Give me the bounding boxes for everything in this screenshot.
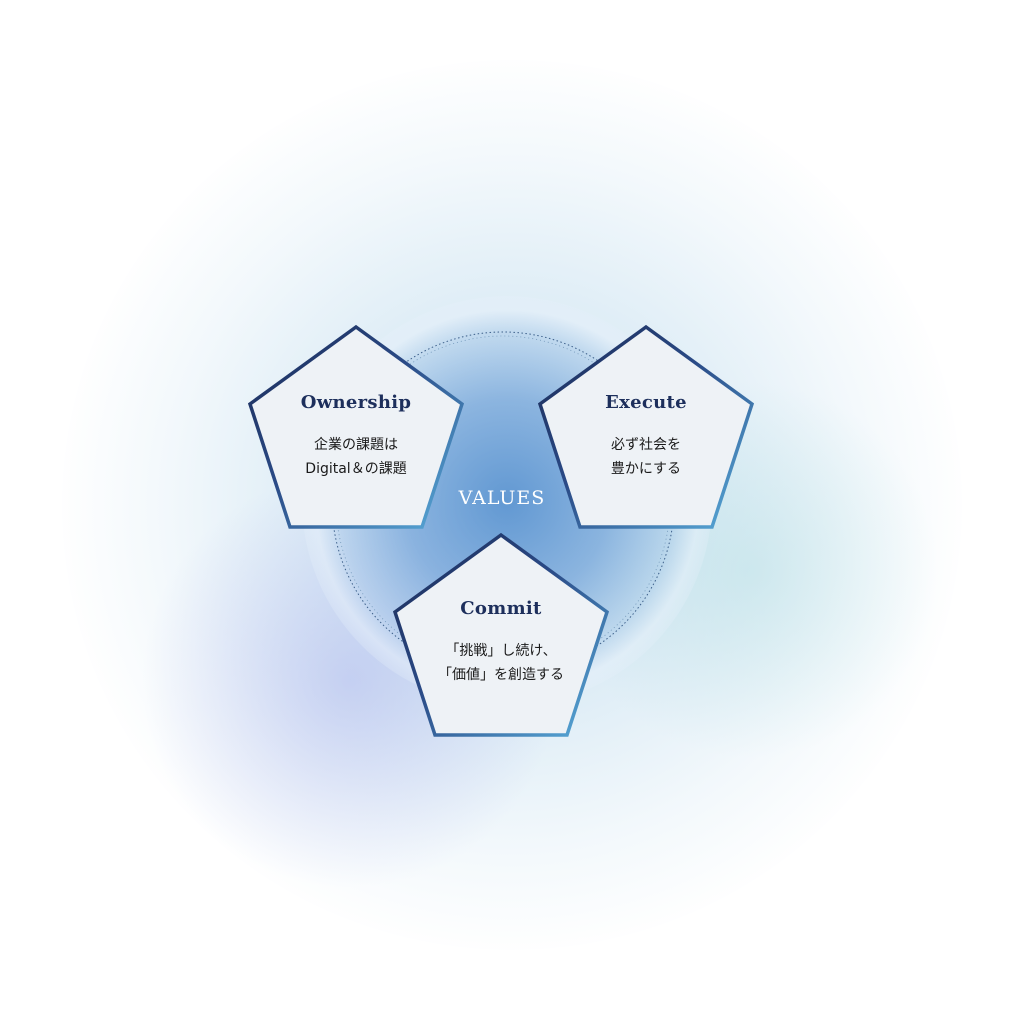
value-desc-line: 「挑戦」し続け、 — [445, 643, 557, 659]
value-desc-line: Digital＆の課題 — [305, 461, 407, 477]
value-card-ownership: Ownership 企業の課題は Digital＆の課題 — [248, 392, 464, 481]
value-description: 企業の課題は Digital＆の課題 — [248, 433, 464, 481]
value-desc-line: 「価値」を創造する — [438, 667, 564, 683]
pentagon-commit — [392, 532, 610, 737]
value-desc-line: 必ず社会を — [611, 437, 681, 453]
center-label: VALUES — [458, 487, 546, 509]
value-card-execute: Execute 必ず社会を 豊かにする — [538, 392, 754, 481]
value-description: 必ず社会を 豊かにする — [538, 433, 754, 481]
value-title: Execute — [605, 392, 687, 413]
value-card-commit: Commit 「挑戦」し続け、 「価値」を創造する — [393, 598, 609, 687]
value-desc-line: 豊かにする — [610, 461, 682, 477]
value-description: 「挑戦」し続け、 「価値」を創造する — [393, 639, 609, 687]
pentagon-execute — [537, 324, 755, 529]
value-title: Ownership — [300, 392, 412, 413]
value-title: Commit — [460, 598, 542, 619]
pentagon-ownership — [247, 324, 465, 529]
value-desc-line: 企業の課題は — [314, 437, 398, 453]
